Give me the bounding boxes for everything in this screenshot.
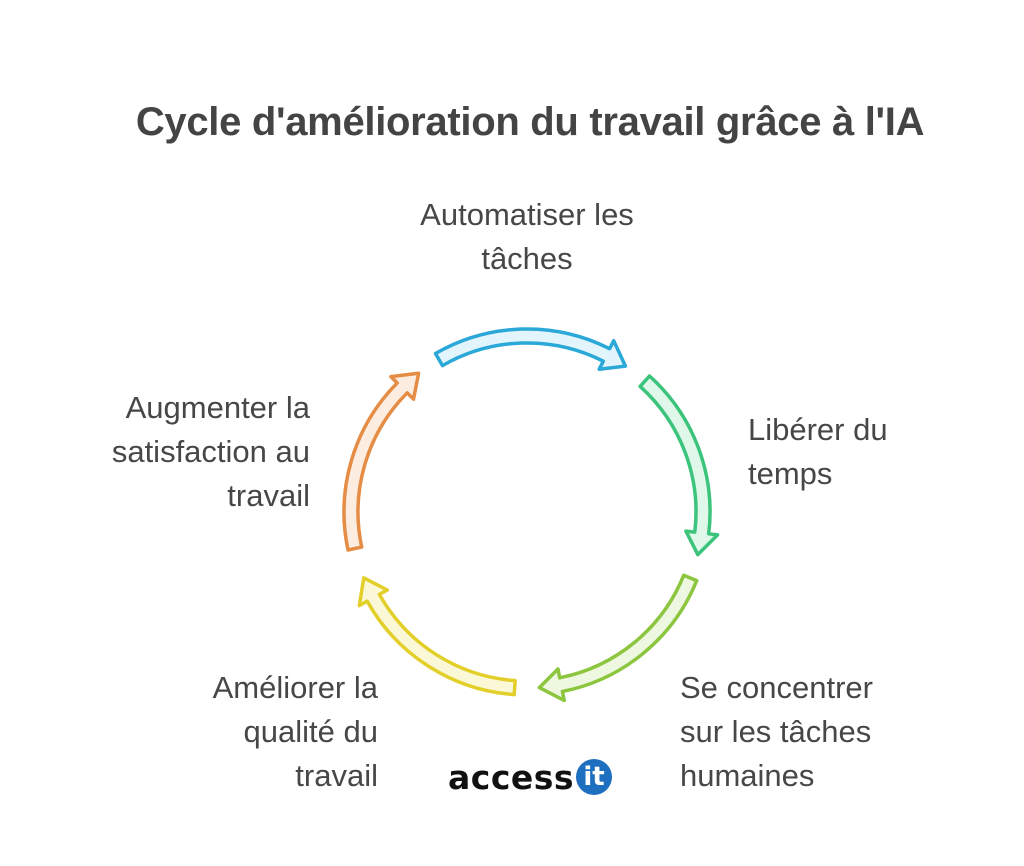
label-line: tâches [481,241,573,276]
label-line: Améliorer la [212,670,378,705]
label-line: qualité du [243,714,378,749]
accessit-logo: access it [448,757,613,797]
label-line: Augmenter la [125,390,310,425]
label-line: temps [748,456,833,491]
logo-badge: it [576,759,613,795]
label-line: travail [227,478,310,513]
step-label-automate-tasks: Automatiser les tâches [327,193,727,281]
arrow-quality-icon [357,576,517,697]
step-label-free-time: Libérer du temps [748,408,888,496]
step-label-focus-human-tasks: Se concentrer sur les tâches humaines [680,666,873,798]
label-line: satisfaction au [111,434,310,469]
arrow-focus-icon [537,573,699,703]
label-line: Automatiser les [420,197,634,232]
arrow-satisfaction-icon [342,371,421,552]
step-label-increase-satisfaction: Augmenter la satisfaction au travail [112,386,310,518]
label-line: Libérer du [748,412,888,447]
arrow-free-time-icon [638,374,720,557]
label-line: travail [295,758,378,793]
label-line: humaines [680,758,815,793]
step-label-improve-quality: Améliorer la qualité du travail [213,666,378,798]
label-line: sur les tâches [680,714,872,749]
diagram-title: Cycle d'amélioration du travail grâce à … [135,100,925,144]
logo-text: access [448,757,575,797]
label-line: Se concentrer [680,670,873,705]
arrow-automate-icon [433,327,628,371]
